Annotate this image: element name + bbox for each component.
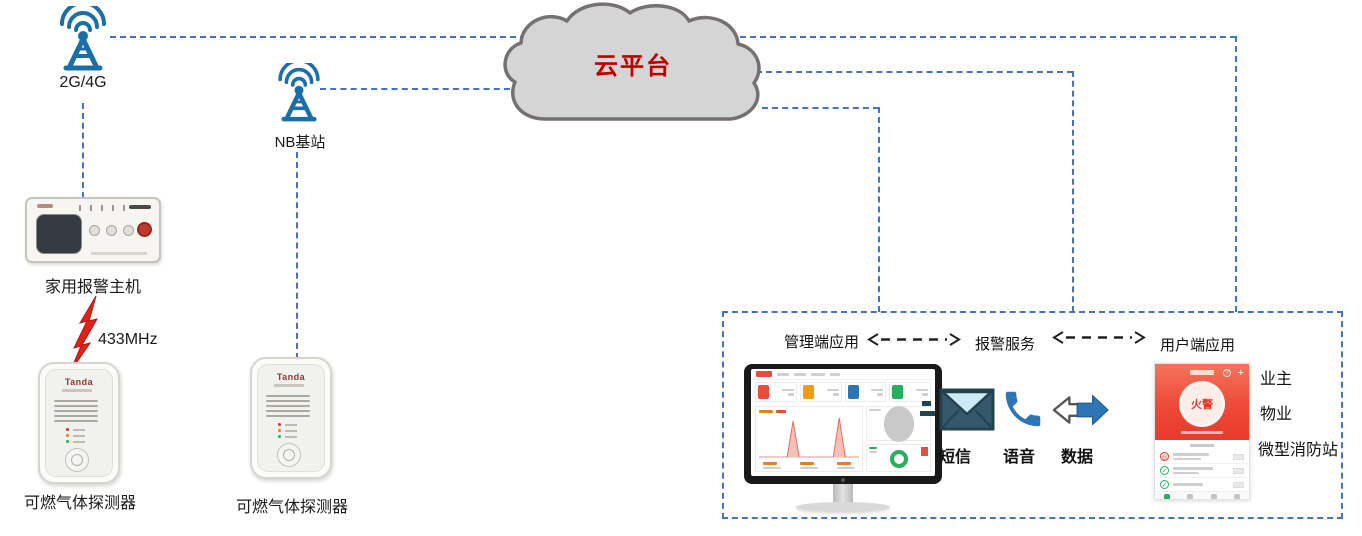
add-icon: + [1237, 367, 1244, 379]
detector-subtext-placeholder [274, 384, 304, 387]
detector-test-button [65, 448, 89, 472]
host-alarm-button [137, 222, 152, 237]
voice-call-icon [1005, 391, 1041, 427]
monitor-screen [744, 364, 942, 484]
item-badge [1233, 481, 1244, 488]
ring-panel [866, 443, 931, 473]
monitor-base [796, 502, 890, 512]
area-chart-two-peaks [759, 417, 860, 459]
panel-red-badge [921, 446, 928, 456]
host-label-strip [91, 252, 147, 255]
gas-detector-2: Tanda [250, 357, 332, 479]
dashboard-nav-tabs [751, 369, 935, 380]
antenna-2g4g-label: 2G/4G [59, 74, 107, 91]
item-badge [1233, 453, 1244, 460]
role-property-label: 物业 [1260, 406, 1293, 423]
line-nb-to-cloud [320, 88, 510, 90]
detector-test-button [277, 443, 301, 467]
alarm-host-label: 家用报警主机 [44, 279, 141, 296]
monitor-logo-dot [841, 478, 845, 482]
check-icon: ✓ [1160, 466, 1169, 475]
list-item: ✓ [1155, 464, 1249, 478]
detector-2-label: 可燃气体探测器 [235, 499, 348, 516]
dashed-double-arrow-icon [1052, 331, 1146, 344]
detector-leds [278, 423, 297, 441]
gray-donut [883, 406, 914, 443]
app-header: ? + 火警 [1155, 364, 1249, 440]
app-tab-bar [1155, 491, 1249, 499]
line-cloud-to-alarm-service [756, 71, 1073, 73]
app-title-placeholder [1190, 370, 1214, 375]
channel-sms-label: 短信 [939, 449, 972, 466]
active-tab [756, 371, 772, 377]
help-icon: ? [1223, 369, 1231, 377]
role-owner-label: 业主 [1260, 371, 1293, 388]
detector-1-label: 可燃气体探测器 [23, 495, 136, 512]
cell-tower-nb-icon [278, 63, 320, 122]
gauge-panel [866, 406, 931, 443]
cloud-icon [503, 2, 761, 121]
line-cloud-to-mgmt-app [762, 107, 879, 109]
gas-detector-1: Tanda [38, 362, 120, 484]
line-drop-user-app [1235, 36, 1237, 312]
lightning-bolt-icon [70, 296, 99, 372]
line-drop-alarm-service [1072, 71, 1074, 312]
channel-voice-label: 语音 [1003, 449, 1036, 466]
item-badge [1233, 467, 1244, 474]
list-item: ✓ [1155, 478, 1249, 491]
detector-vents [266, 395, 310, 420]
cell-tower-2g4g-icon [60, 6, 106, 71]
list-section-placeholder [1190, 444, 1214, 447]
detector-brand: Tanda [276, 372, 306, 382]
line-drop-mgmt-app [878, 107, 880, 312]
role-fire-station-label: 微型消防站 [1258, 442, 1339, 459]
alarm-event-list: ◎ ✓ ✓ [1155, 444, 1249, 491]
alarm-subtext-placeholder [1181, 431, 1223, 434]
data-transfer-arrows-icon [1052, 394, 1109, 426]
cloud-services-box: 管理端应用 报警服务 用户端应用 [722, 311, 1343, 519]
tab-monitor-icon [1210, 494, 1217, 499]
tab-home-icon [1163, 494, 1170, 499]
monitor-dashboard [744, 364, 942, 514]
chart-footer-stats [759, 461, 859, 470]
rf-433mhz-label: 433MHz [98, 331, 158, 348]
smartphone-app: ? + 火警 ◎ ✓ [1154, 363, 1250, 500]
tab-profile-icon [1234, 494, 1241, 499]
host-lcd-screen [36, 214, 82, 254]
detector-leds [66, 428, 85, 446]
check-icon: ✓ [1160, 480, 1169, 489]
fire-alarm-status-circle: 火警 [1179, 381, 1225, 427]
sms-envelope-icon [920, 388, 995, 431]
host-speaker-slot [129, 205, 151, 209]
antenna-nb-label: NB基站 [274, 134, 326, 151]
line-nb-to-detector [296, 152, 298, 359]
home-alarm-host [25, 197, 161, 263]
tab-list-icon [1187, 494, 1194, 499]
fire-alarm-text: 火警 [1191, 399, 1213, 411]
detector-vents [54, 400, 98, 425]
alarm-icon: ◎ [1160, 452, 1169, 461]
section-alarm-service: 报警服务 [975, 336, 1036, 353]
monitor-stand [833, 484, 853, 505]
list-item: ◎ [1155, 450, 1249, 464]
dashed-double-arrow-icon [867, 333, 961, 346]
section-user-app: 用户端应用 [1160, 337, 1236, 354]
alarm-trend-chart [755, 406, 864, 473]
host-brand-mark [37, 204, 53, 208]
cloud-platform-label: 云平台 [594, 53, 672, 80]
host-indicator-slots [79, 205, 125, 211]
channel-data-label: 数据 [1061, 449, 1094, 466]
dashboard-ui [751, 369, 935, 476]
section-management-app: 管理端应用 [784, 334, 860, 351]
green-donut [889, 449, 908, 468]
detector-subtext-placeholder [62, 389, 92, 392]
line-2g4g-to-host [82, 103, 84, 198]
kpi-cards [751, 380, 935, 404]
detector-brand: Tanda [64, 377, 94, 387]
